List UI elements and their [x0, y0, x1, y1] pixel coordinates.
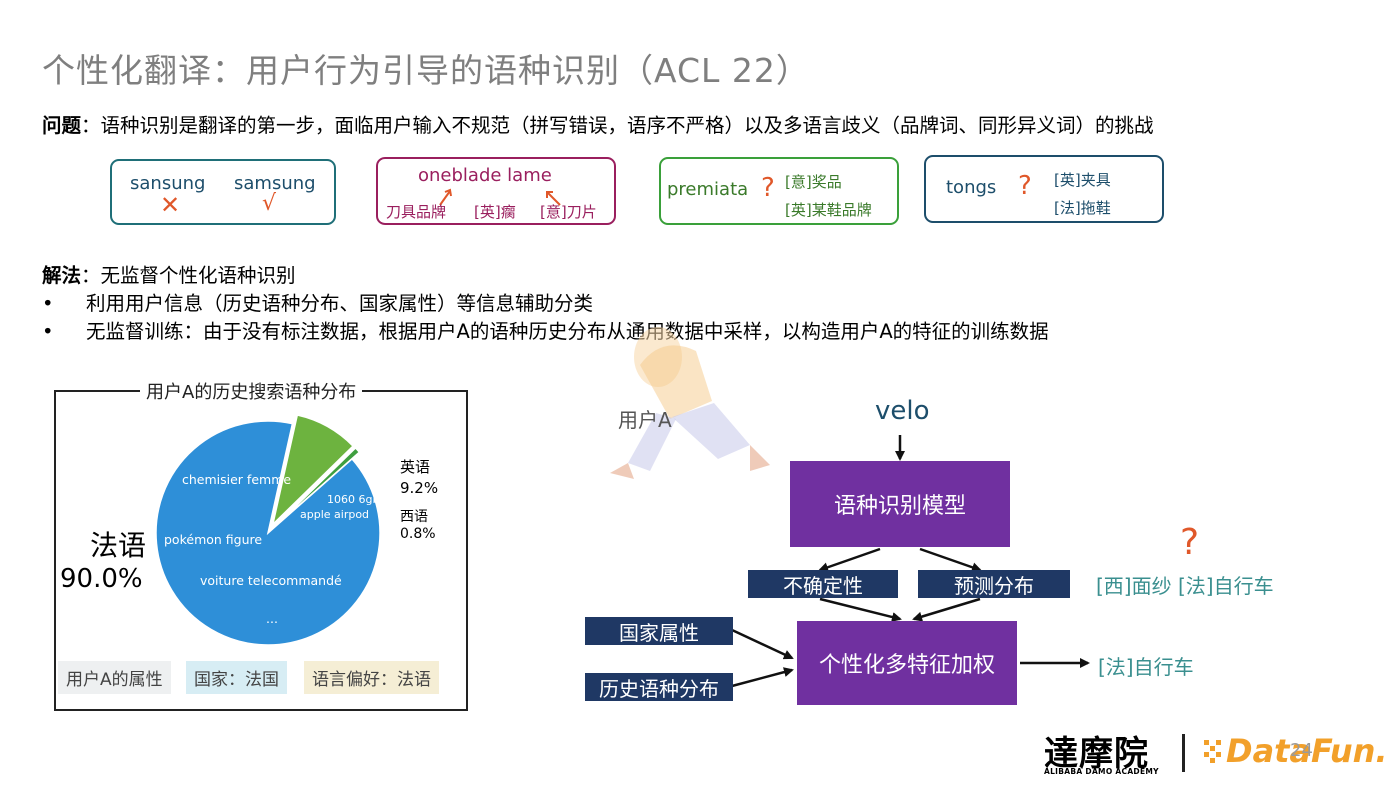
example-card-tongs: tongs ? [英]夹具 [法]拖鞋 [924, 155, 1164, 223]
tag-italian: [意]刀片 [540, 203, 597, 221]
ambiguous-word: tongs [946, 177, 997, 198]
history-distribution-box: 历史语种分布 [585, 673, 733, 701]
query-2: pokémon figure [164, 532, 262, 547]
input-word: velo [875, 396, 930, 426]
solution-label: 解法 [42, 264, 82, 287]
page-number: 24 [1290, 740, 1313, 761]
uncertainty-box: 不确定性 [748, 570, 898, 598]
check-icon: √ [262, 191, 277, 216]
query-en-2: apple airpod [300, 508, 369, 521]
prediction-distribution-box: 预测分布 [918, 570, 1070, 598]
fr-percent: 90.0% [60, 564, 143, 594]
country-attribute-box: 国家属性 [585, 617, 733, 645]
solution-statement: 解法：无监督个性化语种识别 [42, 259, 296, 288]
arrow-icons [439, 188, 561, 206]
user-a-label: 用户A [618, 408, 672, 432]
pie-slice-法语 [155, 420, 381, 645]
example-card-samsung: sansung samsung ✕ √ [110, 159, 336, 225]
damo-logo-en: ALIBABA DAMO ACADEMY [1044, 767, 1159, 776]
user-figure-icon [610, 327, 770, 479]
query-1: chemisier femme [182, 472, 291, 487]
country-attr: 国家：法国 [186, 661, 287, 694]
language-preference: 语言偏好：法语 [304, 661, 439, 694]
en-percent: 9.2% [400, 479, 439, 497]
datafun-mark-icon [1204, 740, 1221, 763]
es-label: 西语 [400, 509, 428, 525]
problem-label: 问题 [42, 114, 82, 137]
fr-label: 法语 [90, 529, 147, 562]
tag-italian: [意]奖品 [785, 173, 842, 191]
es-percent: 0.8% [400, 526, 436, 542]
pie-slice-西语 [274, 446, 361, 527]
logo-divider [1182, 734, 1185, 772]
ambiguous-output: [西]面纱 [法]自行车 [1096, 574, 1274, 598]
correct-word: samsung [234, 173, 316, 194]
en-label: 英语 [400, 458, 431, 476]
bullet-text: 无监督训练：由于没有标注数据，根据用户A的语种历史分布从通用数据中采样，以构造用… [86, 320, 1049, 343]
user-attr-label: 用户A的属性 [58, 661, 171, 694]
misspelled-word: sansung [130, 173, 206, 194]
question-icon: ? [761, 173, 775, 203]
query-ellipsis: ... [266, 611, 278, 626]
tag-english: [英]瘸 [474, 203, 516, 221]
final-output: [法]自行车 [1098, 655, 1194, 679]
datafun-logo: DataFun. [1226, 732, 1388, 770]
language-id-model: 语种识别模型 [790, 461, 1010, 547]
ambiguous-word: premiata [667, 179, 749, 200]
page-title: 个性化翻译：用户行为引导的语种识别（ACL 22） [42, 51, 810, 90]
tag-english: [英]某鞋品牌 [785, 201, 872, 219]
tag-english: [英]夹具 [1054, 171, 1111, 189]
query-en-1: 1060 6gb [327, 493, 379, 506]
damo-logo: 達摩院 [1044, 734, 1149, 774]
pie-slice-英语 [271, 415, 355, 527]
problem-statement: 问题：语种识别是翻译的第一步，面临用户输入不规范（拼写错误，语序不严格）以及多语… [42, 109, 1154, 138]
bullet-item-2: •无监督训练：由于没有标注数据，根据用户A的语种历史分布从通用数据中采样，以构造… [42, 320, 1049, 343]
personalized-weighting-box: 个性化多特征加权 [797, 621, 1017, 705]
bullet-item-1: •利用用户信息（历史语种分布、国家属性）等信息辅助分类 [42, 292, 594, 315]
bullet-text: 利用用户信息（历史语种分布、国家属性）等信息辅助分类 [86, 292, 594, 315]
tag-french: [法]拖鞋 [1054, 199, 1111, 217]
solution-text: ：无监督个性化语种识别 [81, 264, 296, 287]
example-card-oneblade: oneblade lame 刀具品牌 [英]瘸 [意]刀片 [376, 157, 616, 225]
pie-chart: chemisier femme pokémon figure voiture t… [155, 415, 381, 645]
pie-panel-title: 用户A的历史搜索语种分布 [140, 378, 363, 404]
question-icon: ? [1018, 171, 1032, 201]
tag-brand: 刀具品牌 [386, 203, 447, 221]
example-card-premiata: premiata ? [意]奖品 [英]某鞋品牌 [659, 157, 899, 225]
ambiguous-word: oneblade lame [418, 165, 552, 186]
cross-icon: ✕ [160, 191, 181, 219]
question-icon: ? [1180, 522, 1200, 563]
problem-text: ：语种识别是翻译的第一步，面临用户输入不规范（拼写错误，语序不严格）以及多语言歧… [81, 114, 1154, 137]
flow-arrows [731, 435, 1090, 688]
query-3: voiture telecommandé [200, 573, 342, 588]
